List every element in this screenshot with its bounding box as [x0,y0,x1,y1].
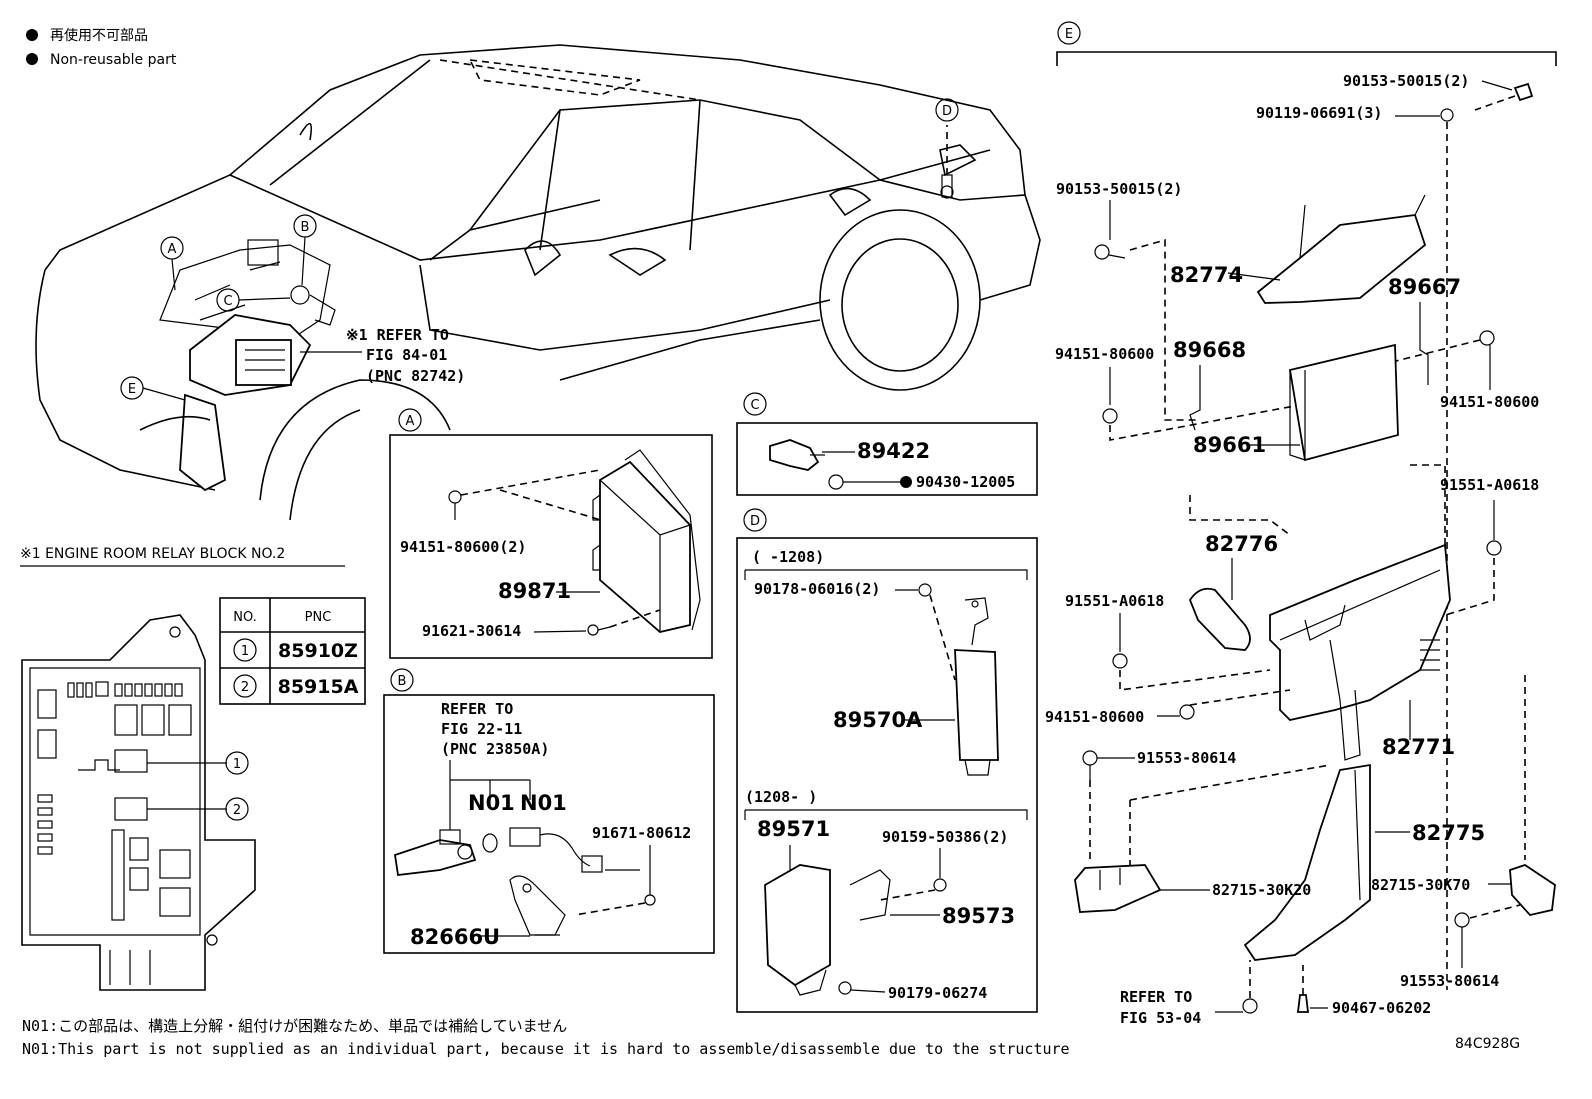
part-90153-50015-2: 90153-50015(2) [1343,72,1469,90]
svg-text:D: D [750,514,760,529]
part-90178-06016-2: 90178-06016(2) [754,580,880,598]
part-82776: 82776 [1205,532,1278,556]
part-94151-80600: 94151-80600 [1055,345,1154,363]
section-c: C 89422 90430-12005 [736,392,1038,496]
svg-text:REFER TO: REFER TO [441,700,513,718]
pnc-table: NO. PNC 1 85910Z 2 85915A [219,597,366,705]
svg-text:E: E [1065,27,1073,42]
svg-text:A: A [168,242,177,257]
svg-text:B: B [398,674,407,689]
part-91551-A0618: 91551-A0618 [1440,476,1539,494]
part-89667: 89667 [1388,275,1461,299]
footnote-en: N01:This part is not supplied as an indi… [22,1040,1070,1058]
part-89573: 89573 [942,904,1015,928]
pnc-table-header-pnc: PNC [305,610,332,625]
section-b: B REFER TO FIG 22-11 (PNC 23850A) N01 N0… [383,668,715,954]
relay-callout-1 [225,751,249,775]
part-82775: 82775 [1412,821,1485,845]
svg-text:C: C [223,294,232,309]
svg-text:FIG 84-01: FIG 84-01 [366,346,447,364]
part-82715-30K20: 82715-30K20 [1212,881,1311,899]
part-90153-50015-2: 90153-50015(2) [1056,180,1182,198]
relay-block-title: ※1 ENGINE ROOM RELAY BLOCK NO.2 [20,546,285,562]
svg-text:2: 2 [233,803,241,818]
pnc-row-value: 85915A [278,676,359,698]
part-90179-06274: 90179-06274 [888,984,987,1002]
relay-callout-2 [225,797,249,821]
part-91553-80614: 91553-80614 [1137,749,1236,767]
svg-text:E: E [128,382,136,397]
note-n01: N01 [468,791,515,815]
pnc-row-no: 1 [241,644,249,659]
callout-d [935,98,959,122]
part-89668: 89668 [1173,338,1246,362]
svg-text:(PNC 82742): (PNC 82742) [366,367,465,385]
svg-text:REFER TO: REFER TO [1120,988,1192,1006]
section-e: E 90153-50015(2) 90119-06691(3) 90153-50… [1045,21,1557,1027]
svg-text:( -1208): ( -1208) [752,548,824,566]
part-94151-80600: 94151-80600 [1440,393,1539,411]
car-refer-note: ※1 REFER TO FIG 84-01 (PNC 82742) [300,326,465,385]
part-94151-80600-2: 94151-80600(2) [400,538,526,556]
part-89422: 89422 [857,439,930,463]
part-91621-30614: 91621-30614 [422,622,521,640]
part-82771: 82771 [1382,735,1455,759]
pnc-table-header-no: NO. [233,610,257,625]
footer: N01:この部品は、構造上分解・組付けが困難なため、単品では補給していません N… [22,1017,1520,1058]
note-n01: N01 [520,791,567,815]
footnote-jp: N01:この部品は、構造上分解・組付けが困難なため、単品では補給していません [22,1017,567,1035]
part-82774: 82774 [1170,263,1243,287]
part-89571: 89571 [757,817,830,841]
part-91671-80612: 91671-80612 [592,824,691,842]
diagram-code: 84C928G [1455,1036,1520,1052]
pnc-row-value: 85910Z [278,640,358,662]
car-callouts: A B C D E [120,98,959,401]
section-d: D ( -1208) 90178-06016(2) 89570A (1208- … [736,508,1038,1013]
part-90430-12005: 90430-12005 [916,473,1015,491]
non-reusable-dot-icon [900,476,912,488]
svg-text:D: D [942,104,952,119]
part-82666U: 82666U [410,925,500,949]
part-82715-30K70: 82715-30K70 [1371,876,1470,894]
part-91553-80614: 91553-80614 [1400,972,1499,990]
legend-jp: 再使用不可部品 [50,27,148,44]
relay-block-section: ※1 ENGINE ROOM RELAY BLOCK NO.2 [20,546,345,991]
part-91551-A0618: 91551-A0618 [1065,592,1164,610]
part-90119-06691-3: 90119-06691(3) [1256,104,1382,122]
part-90467-06202: 90467-06202 [1332,999,1431,1017]
non-reusable-dot-icon [26,29,38,41]
svg-text:C: C [750,398,759,413]
car-illustration [35,44,1041,521]
svg-text:B: B [301,220,310,235]
section-a: A 94151-80600(2) 89871 91621-30614 [389,408,713,659]
svg-text:FIG 53-04: FIG 53-04 [1120,1009,1201,1027]
non-reusable-dot-icon [26,53,38,65]
legend: 再使用不可部品 Non-reusable part [26,27,177,68]
svg-text:(1208- ): (1208- ) [745,788,817,806]
pnc-row-no: 2 [241,680,249,695]
part-90159-50386-2: 90159-50386(2) [882,828,1008,846]
part-89871: 89871 [498,579,571,603]
svg-text:FIG 22-11: FIG 22-11 [441,720,522,738]
svg-text:(PNC 23850A): (PNC 23850A) [441,740,549,758]
svg-text:※1 REFER TO: ※1 REFER TO [346,326,449,344]
svg-text:A: A [406,414,415,429]
svg-text:1: 1 [233,757,241,772]
part-94151-80600: 94151-80600 [1045,708,1144,726]
legend-en: Non-reusable part [50,52,177,68]
